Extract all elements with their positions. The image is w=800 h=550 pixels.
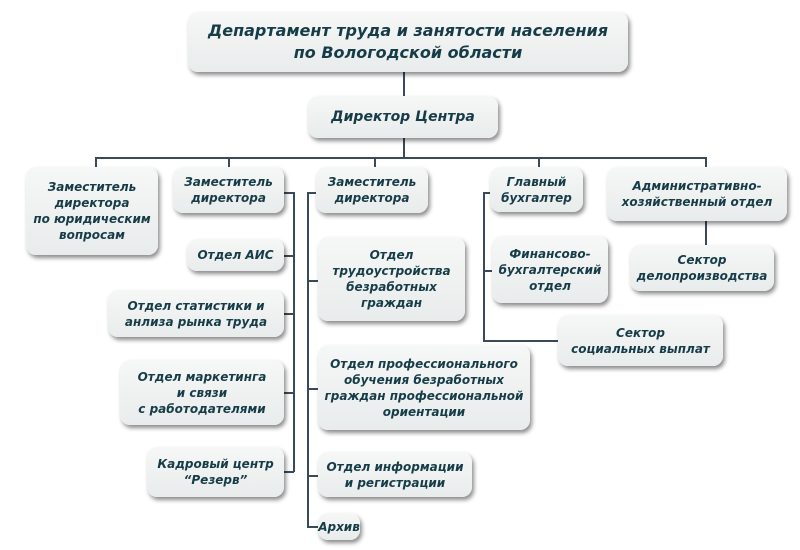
connector [403,72,405,96]
connector [307,526,318,528]
deputy-mid-box: Заместитель директора [316,167,428,213]
connector [228,157,230,167]
connector [307,280,318,282]
connector [284,192,294,194]
connector [307,475,318,477]
director-box: Директор Центра [308,96,498,138]
unit-employment: Отдел трудоустройства безработных гражда… [318,237,465,321]
connector [538,157,540,167]
connector [483,192,485,341]
connector [284,313,294,315]
connector [483,270,492,272]
connector [403,138,405,157]
connector [705,157,707,167]
connector [284,392,294,394]
department-title-box: Департамент труда и занятости населения … [188,12,628,72]
unit-ais: Отдел АИС [187,239,284,271]
connector [95,157,706,159]
connector [307,192,309,526]
deputy-left-box: Заместитель директора [173,167,284,213]
unit-information: Отдел информации и регистрации [318,452,472,497]
unit-hr-center: Кадровый центр “Резерв” [147,447,284,497]
connector [307,388,318,390]
unit-professional-training: Отдел профессионального обучения безрабо… [318,345,530,430]
connector [95,157,97,167]
unit-archive: Архив [318,513,360,540]
connector [705,221,707,245]
connector [374,157,376,167]
connector [293,192,295,472]
connector [483,340,559,342]
connector [307,192,317,194]
chief-accountant-box: Главный бухгалтер [490,167,583,212]
unit-statistics: Отдел статистики и анлиза рынка труда [108,290,284,337]
unit-finance: Финансово- бухгалтерский отдел [492,236,608,303]
connector [483,192,491,194]
unit-social-payments: Сектор социальных выплат [558,315,723,366]
admin-box: Административно- хозяйственный отдел [607,167,787,221]
unit-marketing: Отдел маркетинга и связи с работодателям… [120,360,284,425]
connector [284,471,294,473]
connector [284,255,294,257]
unit-records: Сектор делопроизводства [630,245,774,291]
deputy-legal-box: Заместитель директора по юридическим воп… [26,167,158,255]
